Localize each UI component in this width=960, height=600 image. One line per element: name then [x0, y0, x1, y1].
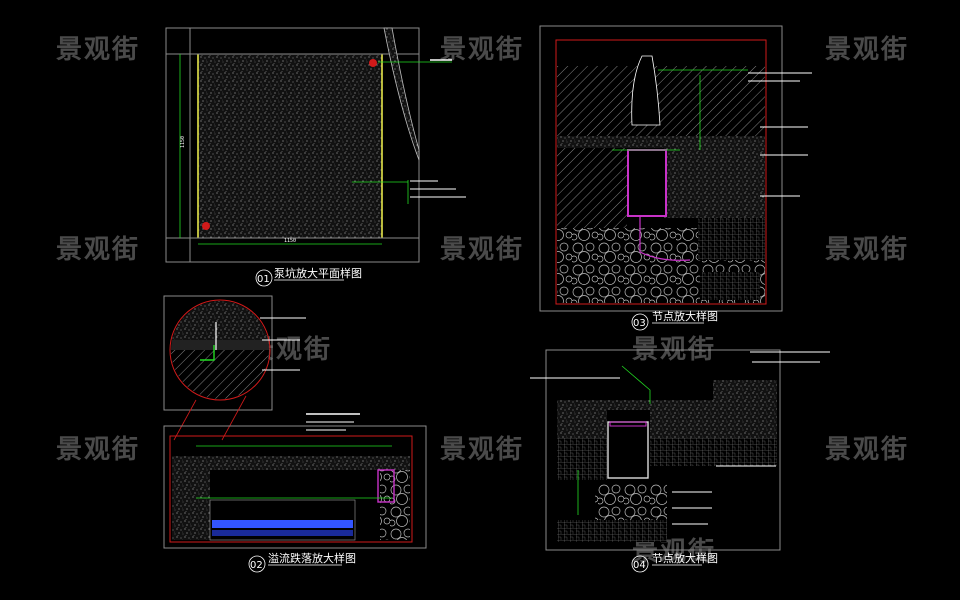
- water-jet: [631, 55, 661, 126]
- panel-01-title: 泵坑放大平面样图: [274, 266, 362, 280]
- gravel-fill-right: [664, 148, 765, 218]
- panel-03-number-circle: [631, 313, 649, 331]
- watermark: 景观街: [440, 35, 524, 65]
- detail-callout-content: [171, 301, 269, 399]
- pebble-border: [383, 27, 420, 161]
- gravel-fill: [557, 410, 607, 438]
- paving-layer: [172, 456, 410, 470]
- panel-04-title: 节点放大样图: [652, 551, 718, 565]
- watermark: 景观街: [440, 435, 524, 465]
- watermark: 景观街: [825, 35, 909, 65]
- watermark: 景观街: [56, 435, 140, 465]
- panel-03-number: 03: [633, 318, 646, 329]
- panel-02-title: 溢流跌落放大样图: [268, 551, 356, 565]
- panel-02-frame: [163, 425, 427, 549]
- pit-plan-fill: [198, 54, 382, 238]
- panel-04-number: 04: [633, 560, 646, 571]
- watermark: 景观街: [56, 235, 140, 265]
- detail-callout-frame: [163, 295, 273, 411]
- raised-paving: [713, 380, 777, 392]
- callout-link: [173, 399, 197, 441]
- brick-layer: [650, 438, 777, 466]
- panel-02-number: 02: [250, 560, 263, 571]
- dimension-left: 1150: [180, 136, 186, 148]
- section-border: [555, 39, 767, 305]
- panel-03-title: 节点放大样图: [652, 309, 718, 323]
- section-border: [169, 435, 413, 543]
- panel-01-frame: [165, 27, 420, 263]
- panel-03-frame: [539, 25, 783, 312]
- panel-04-section: 04 节点放大样图: [530, 349, 830, 573]
- panel-04-number-circle: [631, 555, 649, 573]
- pump-marker: [369, 59, 377, 67]
- paving-layer: [557, 400, 713, 410]
- drain-marker: [202, 222, 210, 230]
- watermark: 景观街: [440, 235, 524, 265]
- overflow-channel: [377, 469, 395, 503]
- leader-line: [621, 365, 651, 404]
- gravel-fill: [650, 410, 777, 438]
- callout-link: [221, 395, 247, 441]
- panel-04-frame: [545, 349, 781, 551]
- trench-grate: [609, 421, 647, 427]
- concrete-layer: [557, 136, 765, 148]
- dimension-bottom: 1150: [284, 238, 296, 244]
- panel-01-number: 01: [257, 274, 270, 285]
- cobble-base: [595, 484, 667, 520]
- soil-hatch-top: [557, 66, 765, 136]
- panel-02-number-circle: [248, 555, 266, 573]
- watermark-group: 景观街 景观街 景观街 景观街 景观街 景观街 景观街 景观街 景观街 景观街 …: [56, 35, 909, 567]
- brick-layer: [698, 218, 765, 260]
- panel-01-number-circle: [255, 269, 273, 287]
- detail-callout-circle: [169, 299, 271, 401]
- watermark: 景观街: [56, 35, 140, 65]
- watermark: 景观街: [825, 235, 909, 265]
- pump-pit: [627, 149, 667, 217]
- drain-pipe: [639, 216, 691, 261]
- water-body: [212, 530, 353, 536]
- wall-left: [172, 470, 210, 540]
- brick-layer: [700, 272, 760, 300]
- water-body: [212, 520, 353, 528]
- raised-base: [713, 392, 777, 414]
- drain-trench: [607, 421, 649, 479]
- panel-03-section: 03 节点放大样图: [539, 25, 812, 331]
- panel-01-plan: 1150 1150 01 泵坑放大平面样图: [165, 27, 466, 287]
- soil-hatch-left: [557, 148, 627, 228]
- panel-02-section: 02 溢流跌落放大样图: [163, 295, 427, 573]
- brick-layer: [557, 520, 667, 542]
- brick-layer: [557, 438, 607, 480]
- watermark: 景观街: [825, 435, 909, 465]
- wall-right: [380, 470, 410, 540]
